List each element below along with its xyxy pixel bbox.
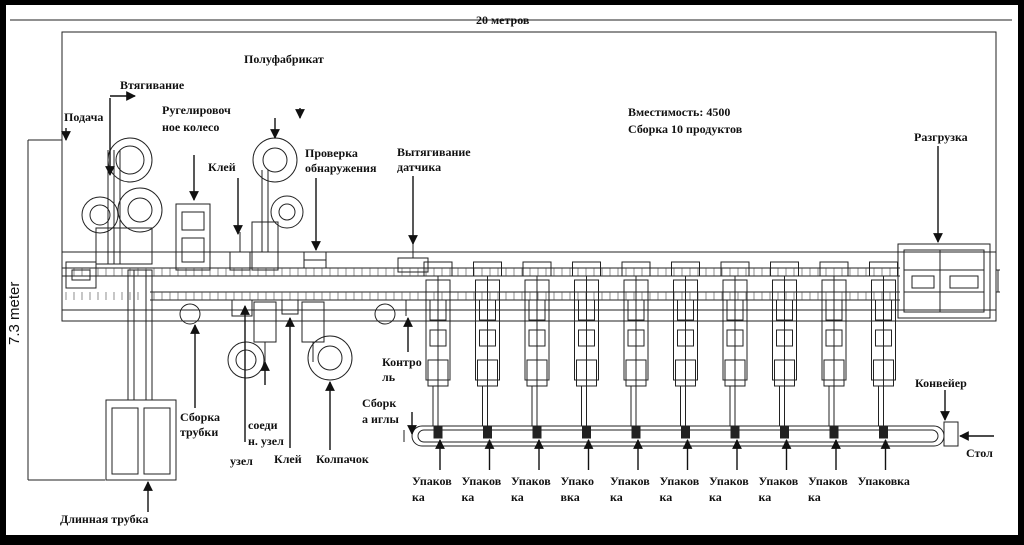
feed-station — [65, 137, 163, 289]
regulator-wheel-station — [175, 203, 211, 271]
tube-assembly-label-1: Сборка — [180, 410, 221, 424]
long-tube-label: Длинная трубка — [60, 512, 149, 526]
packing-label-line2: вка — [560, 490, 580, 504]
glue-station-top — [229, 232, 251, 271]
packing-label-line2: ка — [412, 490, 425, 504]
width-dimension-label: 7.3 meter — [6, 281, 23, 345]
packing-module — [869, 261, 898, 439]
regulator-wheel-label-2: ное колесо — [162, 120, 220, 134]
packing-module — [819, 261, 849, 439]
packing-label-line2: ка — [659, 490, 673, 504]
packing-label: Упаков — [511, 474, 551, 488]
packing-module — [572, 261, 601, 439]
detection-check-label-1: Проверка — [305, 146, 358, 160]
lower-stations — [179, 299, 407, 381]
packing-label-line2: ка — [610, 490, 623, 504]
feed-label: Подача — [64, 110, 104, 124]
detection-check-station — [303, 251, 327, 269]
semi-product-station — [251, 137, 304, 271]
long-tube-station — [105, 269, 177, 481]
pull-in-label: Втягивание — [120, 78, 185, 92]
unload-station — [897, 243, 1000, 319]
packing-module — [473, 261, 502, 439]
machine-boundary — [61, 31, 997, 322]
regulator-wheel-label-1: Ругелировоч — [162, 103, 231, 117]
connector-label-3: узел — [230, 454, 253, 468]
control-label-1: Контро — [382, 355, 422, 369]
packing-module — [621, 261, 651, 439]
conveyor-label: Конвейер — [915, 376, 967, 390]
bottom-conveyor — [403, 421, 959, 447]
sensor-pull-label-2: датчика — [397, 160, 442, 174]
packing-label-line2: ка — [808, 490, 821, 504]
glue-bottom-label: Клей — [274, 452, 302, 466]
packing-module — [720, 261, 750, 439]
glue-top-label: Клей — [208, 160, 236, 174]
diagram-sheet — [6, 5, 1018, 535]
needle-assembly-label-1: Сборк — [362, 396, 397, 410]
capacity-label: Вместимость: 4500 — [628, 105, 731, 119]
packing-label: Упако — [560, 474, 595, 488]
control-label-2: ль — [382, 370, 396, 384]
packing-label: Упаков — [659, 474, 700, 488]
semi-product-label: Полуфабрикат — [244, 52, 324, 66]
packing-module — [671, 261, 700, 439]
packing-module — [770, 261, 799, 439]
packing-label: Упаков — [709, 474, 749, 488]
needle-assembly-label-2: а иглы — [362, 412, 399, 426]
packing-label: Упаков — [412, 474, 452, 488]
tube-assembly-label-2: трубки — [180, 425, 219, 439]
packing-label: Упаков — [610, 474, 650, 488]
packing-label-line2: ка — [461, 490, 475, 504]
unload-label: Разгрузка — [914, 130, 968, 144]
length-dimension-label: 20 метров — [476, 13, 530, 27]
packing-modules — [423, 261, 898, 439]
sensor-pull-label-1: Вытягивание — [397, 145, 471, 159]
packing-label-line2: ка — [511, 490, 524, 504]
connector-label-2: н. узел — [248, 434, 284, 448]
detection-check-label-2: обнаружения — [305, 161, 377, 175]
assembly-label: Сборка 10 продуктов — [628, 122, 743, 136]
cap-label: Колпачок — [316, 452, 369, 466]
packing-module — [522, 261, 552, 439]
packing-label: Упаков — [758, 474, 799, 488]
connector-label-1: соеди — [248, 418, 278, 432]
packing-module — [423, 261, 453, 439]
packing-label: Упаков — [461, 474, 502, 488]
packing-label-line2: ка — [758, 490, 772, 504]
table-label: Стол — [966, 446, 993, 460]
packing-label: Упаковка — [857, 474, 910, 488]
packing-label: Упаков — [808, 474, 848, 488]
packing-label-line2: ка — [709, 490, 722, 504]
sensor-pull-station — [397, 244, 429, 273]
